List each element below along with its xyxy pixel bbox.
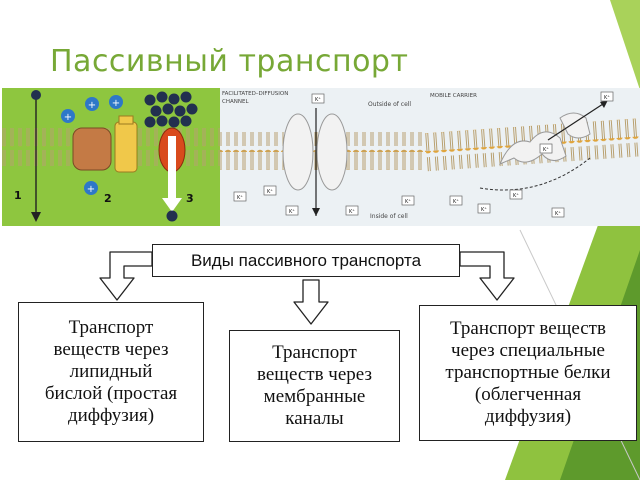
svg-text:3: 3	[186, 192, 194, 205]
box-line: Транспорт	[272, 342, 357, 363]
svg-text:K⁺: K⁺	[604, 95, 610, 101]
box-line: мембранные	[263, 386, 366, 407]
carrier-proteins-box: Транспорт веществ через специальные тран…	[419, 305, 637, 441]
simple-diffusion-panel: + + + + 1 2 3	[2, 88, 220, 226]
svg-text:K⁺: K⁺	[513, 193, 519, 199]
box-line: диффузия)	[67, 405, 155, 426]
svg-text:K⁺: K⁺	[267, 189, 273, 195]
svg-text:K⁺: K⁺	[543, 147, 549, 153]
svg-text:K⁺: K⁺	[555, 211, 561, 217]
svg-text:+: +	[88, 100, 96, 111]
box-line: липидный	[69, 361, 153, 382]
diagram-header-text: Виды пассивного транспорта	[190, 250, 422, 270]
svg-text:+: +	[112, 98, 120, 109]
diagram-header-box: Виды пассивного транспорта	[152, 244, 460, 277]
svg-text:Outside of cell: Outside of cell	[368, 101, 411, 108]
svg-text:K⁺: K⁺	[481, 207, 487, 213]
mobile-carrier-panel: MOBILE CARRIER K⁺ K⁺ K⁺ K⁺ K⁺ K⁺	[424, 88, 640, 226]
svg-text:2: 2	[104, 192, 112, 205]
svg-text:+: +	[87, 184, 95, 195]
arrow-middle	[293, 279, 329, 325]
box-line: каналы	[285, 408, 344, 429]
svg-text:K⁺: K⁺	[349, 209, 355, 215]
svg-text:K⁺: K⁺	[237, 195, 243, 201]
svg-text:+: +	[64, 112, 72, 123]
svg-text:1: 1	[14, 189, 22, 202]
svg-text:CHANNEL: CHANNEL	[222, 99, 249, 105]
svg-text:K⁺: K⁺	[289, 209, 295, 215]
box-line: через специальные	[451, 340, 605, 361]
slide-title: Пассивный транспорт	[50, 44, 409, 79]
box-line: транспортные белки	[445, 362, 611, 383]
box-line: веществ через	[53, 339, 169, 360]
simple-diffusion-box: Транспорт веществ через липидный бислой …	[18, 302, 204, 442]
arrow-left	[99, 251, 153, 301]
svg-text:MOBILE CARRIER: MOBILE CARRIER	[430, 93, 477, 99]
membrane-channels-box: Транспорт веществ через мембранные канал…	[229, 330, 400, 442]
svg-text:K⁺: K⁺	[405, 199, 411, 205]
box-line: веществ через	[257, 364, 372, 385]
svg-text:K⁺: K⁺	[315, 97, 321, 103]
box-line: бислой (простая	[44, 383, 178, 404]
arrow-right	[459, 251, 515, 301]
decor-triangle-light	[610, 0, 640, 90]
box-line: (облегченная	[474, 384, 582, 405]
svg-text:Inside of cell: Inside of cell	[370, 213, 408, 220]
box-line: диффузия)	[484, 406, 572, 427]
membrane-transport-figure: + + + + 1 2 3 FACILITATED–DIFFUSION CHAN…	[2, 88, 640, 226]
box-line: Транспорт	[68, 317, 154, 338]
facilitated-diffusion-channel-panel: FACILITATED–DIFFUSION CHANNEL Outside of…	[220, 88, 426, 226]
svg-text:K⁺: K⁺	[453, 199, 459, 205]
svg-text:FACILITATED–DIFFUSION: FACILITATED–DIFFUSION	[222, 91, 288, 97]
box-line: Транспорт веществ	[450, 318, 606, 339]
